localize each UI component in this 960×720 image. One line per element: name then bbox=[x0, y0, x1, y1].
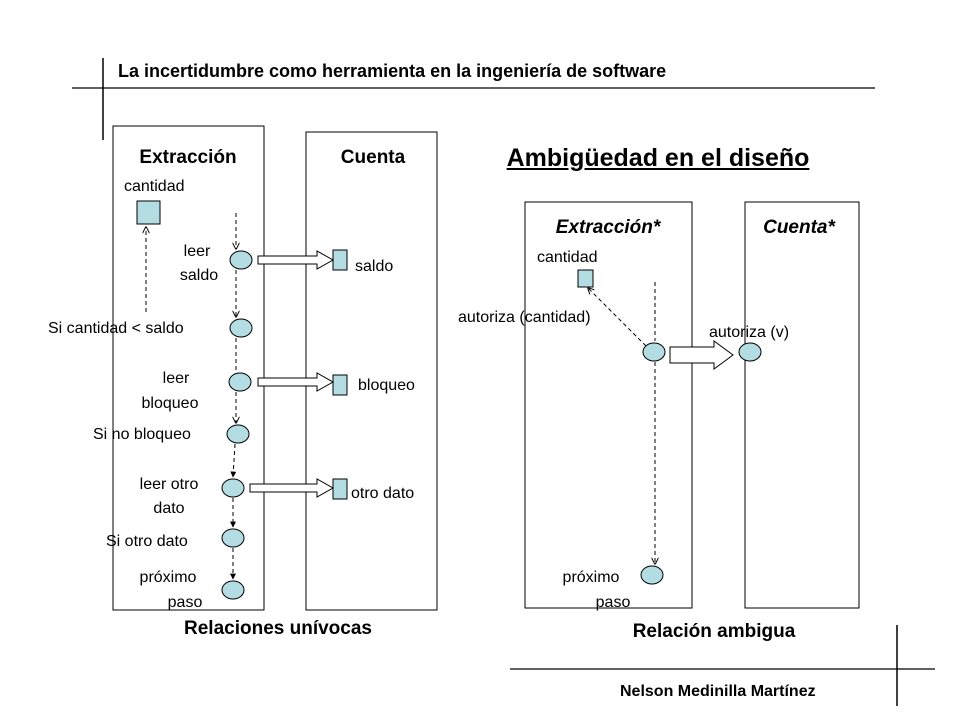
proximo-paso-star-label-1: próximo bbox=[562, 569, 620, 586]
si-no-bloqueo-node bbox=[226, 424, 250, 444]
cantidad-attribute-box bbox=[136, 200, 161, 225]
cantidad-star-label: cantidad bbox=[537, 249, 598, 266]
left-flow-nodes bbox=[221, 250, 253, 600]
cuenta-star-lane bbox=[744, 201, 860, 609]
si-no-bloqueo-label: Si no bloqueo bbox=[93, 426, 191, 443]
cantidad-label: cantidad bbox=[124, 178, 185, 195]
si-otro-dato-node bbox=[221, 528, 245, 548]
leer-saldo-label-1: leer bbox=[183, 243, 211, 260]
leer-saldo-label-2: saldo bbox=[179, 267, 219, 284]
proximo-paso-star-node bbox=[640, 565, 664, 585]
proximo-paso-node bbox=[221, 580, 245, 600]
bloqueo-attribute-box bbox=[332, 374, 348, 396]
cuenta-lane bbox=[305, 131, 438, 611]
saldo-block-arrow bbox=[257, 250, 335, 270]
leer-otro-dato-label-2: dato bbox=[153, 500, 185, 517]
ambiguedad-heading: Ambigüedad en el diseño bbox=[506, 144, 810, 172]
si-cantidad-node bbox=[229, 318, 253, 338]
author-footer: Nelson Medinilla Martínez bbox=[620, 683, 816, 700]
header-rules bbox=[72, 58, 875, 140]
leer-bloqueo-label-2: bloqueo bbox=[141, 395, 199, 412]
footer-rules bbox=[510, 625, 935, 706]
saldo-attribute-box bbox=[332, 249, 348, 271]
otro-dato-block-arrow bbox=[249, 478, 335, 498]
si-cantidad-label: Si cantidad < saldo bbox=[48, 320, 184, 337]
otro-dato-label: otro dato bbox=[351, 485, 415, 502]
relacion-ambigua-caption: Relación ambigua bbox=[632, 621, 796, 642]
cuenta-star-title: Cuenta* bbox=[763, 217, 835, 238]
cuenta-title: Cuenta bbox=[340, 147, 406, 168]
extraccion-star-title: Extracción* bbox=[555, 217, 661, 238]
bloqueo-block-arrow bbox=[257, 372, 335, 392]
left-flow-arrows bbox=[230, 213, 236, 580]
extraccion-star-lane bbox=[524, 201, 693, 609]
autoriza-v-node bbox=[738, 342, 762, 362]
otro-dato-attribute-box bbox=[332, 478, 348, 500]
leer-bloqueo-label-1: leer bbox=[162, 370, 190, 387]
si-otro-dato-label: Si otro dato bbox=[106, 533, 188, 550]
bloqueo-label: bloqueo bbox=[358, 377, 415, 394]
leer-bloqueo-node bbox=[228, 372, 252, 392]
autoriza-node bbox=[642, 342, 666, 362]
leer-saldo-node bbox=[229, 250, 253, 270]
slide-title: La incertidumbre como herramienta en la … bbox=[118, 61, 667, 81]
relaciones-univocas-caption: Relaciones unívocas bbox=[184, 618, 372, 639]
left-block-arrows bbox=[249, 250, 335, 498]
cantidad-star-attribute-box bbox=[577, 269, 594, 288]
leer-otro-dato-label-1: leer otro bbox=[139, 476, 199, 493]
proximo-paso-label-1: próximo bbox=[139, 569, 197, 586]
saldo-label: saldo bbox=[355, 258, 394, 275]
proximo-paso-label-2: paso bbox=[167, 594, 203, 611]
extraccion-title: Extracción bbox=[139, 147, 237, 168]
autoriza-block-arrow bbox=[669, 340, 734, 370]
autoriza-cantidad-label: autoriza (cantidad) bbox=[458, 309, 591, 326]
leer-otro-dato-node bbox=[221, 478, 245, 498]
proximo-paso-star-label-2: paso bbox=[595, 594, 631, 611]
autoriza-v-label: autoriza (v) bbox=[709, 324, 790, 341]
